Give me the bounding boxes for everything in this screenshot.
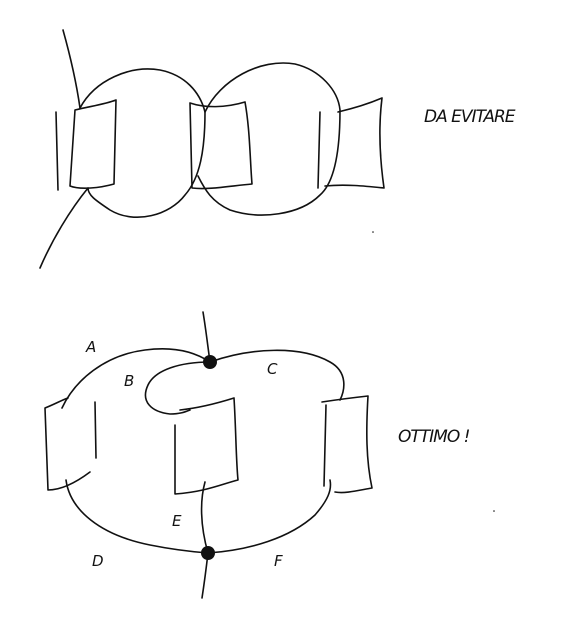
- lead-in-bottom: [202, 311, 211, 363]
- label-e: E: [172, 512, 182, 530]
- wire-a: [61, 347, 211, 409]
- lead-out-top: [39, 187, 89, 269]
- component-middle: [174, 397, 239, 495]
- label-c: C: [267, 360, 278, 378]
- speck: [372, 231, 374, 233]
- component-1: [55, 99, 117, 191]
- annotation-avoid: DA EVITARE: [424, 107, 516, 127]
- loop-1: [79, 68, 206, 218]
- label-b: B: [124, 372, 134, 390]
- loop-2: [197, 62, 341, 216]
- speck: [493, 510, 495, 512]
- label-a: A: [85, 338, 96, 356]
- wire-b: [144, 361, 211, 415]
- component-2: [189, 101, 253, 190]
- wire-f: [207, 479, 332, 554]
- wire-c: [209, 349, 345, 401]
- wire-e: [200, 481, 209, 554]
- diagram-optimal: [44, 311, 373, 599]
- annotation-optimal: OTTIMO !: [398, 427, 470, 447]
- component-left: [44, 397, 97, 491]
- label-d: D: [92, 552, 104, 570]
- label-f: F: [274, 552, 283, 570]
- diagram-avoid: [39, 29, 385, 269]
- junction-top: [203, 355, 217, 369]
- component-3: [317, 97, 385, 189]
- lead-in-top: [62, 29, 81, 109]
- junction-bottom: [201, 546, 215, 560]
- component-right: [321, 395, 373, 494]
- wire-d: [65, 479, 209, 554]
